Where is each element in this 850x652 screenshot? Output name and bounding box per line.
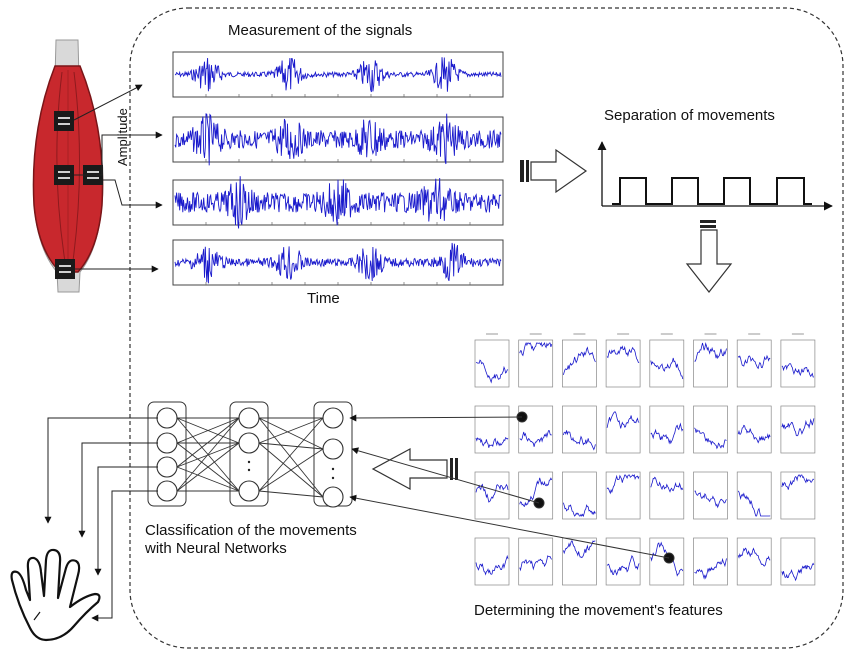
electrode-4: [55, 259, 75, 279]
feature-thumb: [518, 333, 554, 388]
feature-thumb: [474, 405, 510, 454]
separation-title: Separation of movements: [604, 107, 775, 124]
nn-node: [322, 407, 344, 429]
nn-layer-box: [147, 401, 187, 507]
feature-thumb: [736, 471, 772, 520]
hollow-arrow-down-icon: [685, 220, 733, 293]
feature-thumb: [693, 405, 728, 454]
electrode-1: [54, 111, 74, 131]
feature-connectors: [349, 411, 675, 564]
feature-thumb: [474, 471, 510, 520]
nn-node: [322, 438, 344, 460]
electrode-leads: [73, 84, 163, 273]
feature-thumb: [518, 537, 554, 586]
feature-thumb: [780, 471, 816, 520]
signal-panel-2: [172, 113, 504, 166]
feature-thumb: [693, 471, 728, 520]
feature-thumb: [649, 405, 685, 454]
feature-thumb: [780, 333, 816, 388]
nn-node: [156, 480, 178, 502]
nn-node: [156, 407, 178, 429]
nn-node: [156, 456, 178, 478]
feature-thumb: [474, 537, 510, 586]
hollow-arrow-icon: [520, 148, 588, 194]
feature-thumb: [605, 333, 641, 388]
feature-thumb: [780, 405, 816, 454]
pulse-chart: [597, 141, 833, 211]
nn-node: [156, 432, 178, 454]
signal-panel-3: [172, 176, 504, 229]
feature-thumb: [562, 471, 597, 520]
nn-node: [238, 407, 260, 429]
hand-icon: [10, 548, 101, 642]
nn-node: [238, 480, 260, 502]
feature-grid: [474, 333, 816, 586]
hollow-arrow-left-icon: [371, 447, 458, 491]
feature-thumb: [780, 537, 816, 586]
feature-thumb: [605, 537, 641, 586]
nn-node: [322, 486, 344, 508]
feature-thumb: [518, 471, 554, 520]
feature-thumb: [736, 537, 772, 586]
feature-thumb: [562, 537, 597, 586]
output-connectors: [44, 417, 158, 622]
features-title: Determining the movement's features: [474, 602, 723, 619]
nn-layer-box: [229, 401, 269, 507]
measurement-title: Measurement of the signals: [228, 22, 413, 39]
feature-thumb: [736, 405, 772, 454]
feature-thumb: [693, 333, 728, 388]
feature-thumb: [562, 333, 597, 388]
nn-node: [238, 432, 260, 454]
feature-thumb: [649, 471, 685, 520]
feature-thumb: [605, 471, 641, 520]
feature-thumb: [562, 405, 597, 454]
signal-panel-4: [172, 239, 504, 286]
amplitude-label: Amplitude: [115, 108, 130, 166]
feature-thumb: [736, 333, 772, 388]
feature-thumb: [649, 333, 685, 388]
feature-thumb: [693, 537, 728, 586]
electrode-group: [54, 111, 103, 279]
classification-label-line2: with Neural Networks: [145, 540, 287, 557]
classification-label-line1: Classification of the movements: [145, 522, 357, 539]
feature-thumb: [474, 333, 510, 388]
time-label: Time: [307, 290, 340, 307]
feature-thumb: [605, 405, 641, 454]
neural-network: [147, 401, 353, 508]
electrode-2: [54, 165, 74, 185]
signal-panels: [172, 51, 504, 286]
signal-panel-1: [172, 51, 504, 98]
